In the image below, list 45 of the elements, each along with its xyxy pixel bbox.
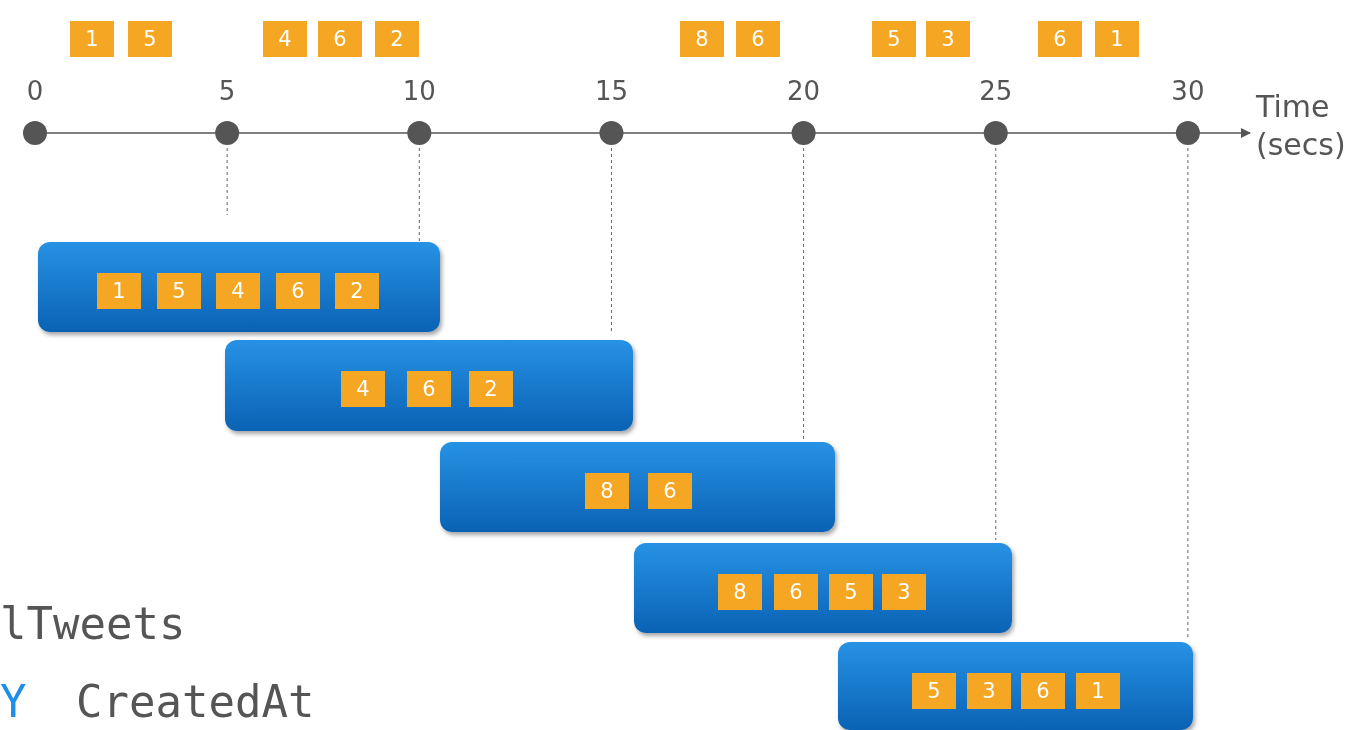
event-box: 3 [926, 21, 970, 57]
code-text: CreatedAt [76, 676, 315, 727]
event-box: 3 [882, 574, 926, 610]
event-box: 6 [318, 21, 362, 57]
event-box: 8 [718, 574, 762, 610]
event-box: 2 [469, 371, 513, 407]
event-box: 2 [335, 273, 379, 309]
tick-label: 25 [978, 76, 1014, 106]
window-bar [440, 442, 835, 532]
event-box: 1 [1095, 21, 1139, 57]
event-box: 3 [967, 673, 1011, 709]
event-box: 6 [407, 371, 451, 407]
event-box: 6 [736, 21, 780, 57]
tick-label: 20 [786, 76, 822, 106]
tick-label: 0 [25, 76, 45, 106]
event-box: 8 [585, 473, 629, 509]
tick-label: 10 [401, 76, 437, 106]
code-text: lTweets [0, 598, 186, 649]
event-box: 4 [263, 21, 307, 57]
event-box: 4 [216, 273, 260, 309]
event-box: 5 [872, 21, 916, 57]
window-bar [838, 642, 1193, 730]
event-box: 6 [648, 473, 692, 509]
window-bar [225, 340, 633, 431]
event-box: 1 [1076, 673, 1120, 709]
event-box: 5 [829, 574, 873, 610]
code-keyword: Y [0, 676, 27, 727]
window-bar [634, 543, 1012, 633]
window-bar [38, 242, 440, 332]
event-box: 1 [70, 21, 114, 57]
event-box: 2 [375, 21, 419, 57]
event-box: 4 [341, 371, 385, 407]
event-box: 5 [912, 673, 956, 709]
event-box: 5 [157, 273, 201, 309]
event-box: 6 [1021, 673, 1065, 709]
event-box: 8 [680, 21, 724, 57]
axis-label: Time (secs) [1256, 88, 1347, 164]
event-box: 1 [97, 273, 141, 309]
tick-label: 15 [593, 76, 629, 106]
event-box: 6 [774, 574, 818, 610]
event-box: 6 [1038, 21, 1082, 57]
tick-label: 30 [1170, 76, 1206, 106]
event-box: 6 [276, 273, 320, 309]
event-box: 5 [128, 21, 172, 57]
tick-label: 5 [217, 76, 237, 106]
